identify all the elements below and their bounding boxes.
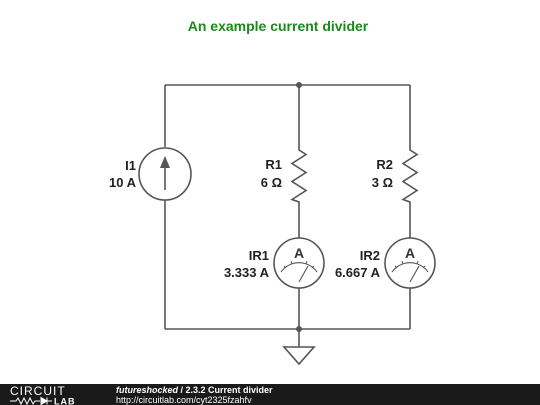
resistor-r1-name: R1	[265, 157, 282, 172]
ammeter-ir1-tick-4	[311, 265, 315, 269]
footer-url[interactable]: http://circuitlab.com/cyt2325fzahfv	[116, 395, 252, 405]
resistor-r2-value: 3 Ω	[372, 175, 393, 190]
footer-separator: /	[178, 385, 186, 395]
logo-text-top: CIRCUIT	[10, 385, 66, 398]
ammeter-ir1-needle	[298, 265, 309, 283]
current-source-i1-value: 10 A	[109, 175, 137, 190]
ammeter-ir2-needle	[409, 265, 420, 283]
ammeter-ir2-name: IR2	[360, 248, 380, 263]
ammeter-ir1	[273, 237, 325, 289]
ammeter-ir2-symbol: A	[405, 245, 415, 261]
ammeter-ir2-value: 6.667 A	[335, 265, 381, 280]
ammeter-ir2-scale-arc	[391, 262, 429, 273]
ammeter-ir1-tick-3	[305, 260, 308, 265]
ammeter-ir1-tick-2	[290, 260, 293, 265]
logo-resistor-glyph	[10, 396, 40, 405]
current-source-i1-name: I1	[125, 158, 136, 173]
current-source-i1-arrow-head	[160, 156, 170, 168]
ammeter-ir2-tick-1	[394, 265, 398, 269]
ammeter-ir1-tick-1	[283, 265, 287, 269]
node-bottom	[296, 326, 302, 332]
footer-author[interactable]: futureshocked	[116, 385, 179, 395]
ammeter-ir1-symbol: A	[294, 245, 304, 261]
wires	[164, 84, 411, 347]
resistor-r2-name: R2	[376, 157, 393, 172]
ammeter-ir2-tick-3	[416, 260, 419, 265]
diagram-title: An example current divider	[188, 18, 369, 34]
logo-diode-glyph	[40, 396, 48, 405]
ammeter-ir1-body	[273, 237, 325, 289]
ammeter-ir2-body	[384, 237, 436, 289]
ammeter-ir2-tick-4	[422, 265, 426, 269]
footer-doc-title[interactable]: 2.3.2 Current divider	[185, 385, 273, 395]
ground-symbol	[282, 346, 316, 366]
footer-doc-line: futureshocked / 2.3.2 Current divider	[116, 385, 273, 395]
resistor-r2	[401, 145, 419, 205]
logo-text-bottom: LAB	[54, 397, 76, 405]
resistor-r1	[290, 145, 308, 205]
circuitlab-logo: CIRCUIT LAB	[10, 385, 76, 405]
ammeter-ir2-tick-2	[401, 260, 404, 265]
resistor-r1-value: 6 Ω	[261, 175, 282, 190]
ammeter-ir1-value: 3.333 A	[224, 265, 270, 280]
ammeter-ir1-scale-arc	[280, 262, 318, 273]
current-source-i1	[138, 147, 192, 201]
footer-bar: CIRCUIT LAB futureshocked / 2.3.2 Curren…	[0, 384, 540, 405]
ammeter-ir1-name: IR1	[249, 248, 269, 263]
ammeter-ir2	[384, 237, 436, 289]
current-source-i1-body	[138, 147, 192, 201]
node-top	[296, 82, 302, 88]
